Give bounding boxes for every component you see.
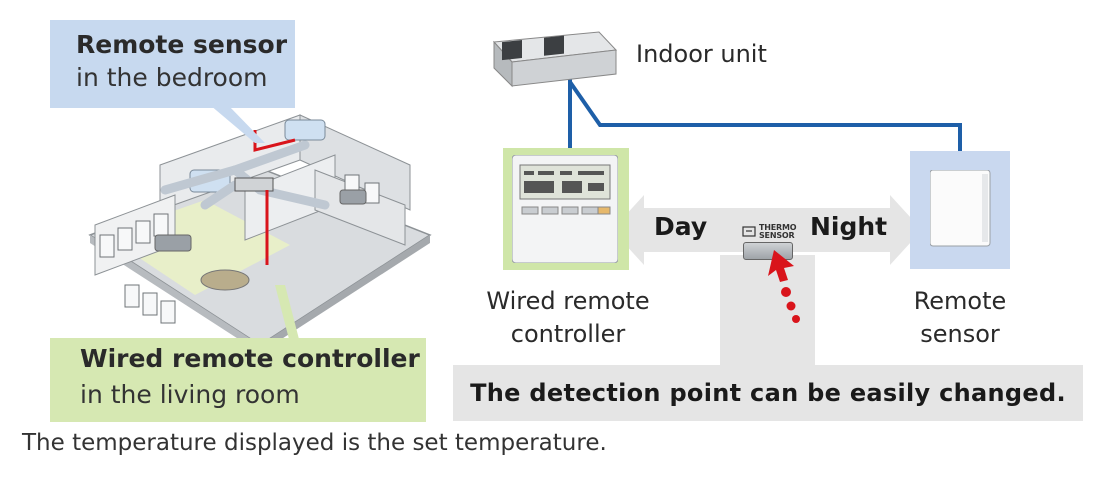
indoor-unit-icon [492,31,618,88]
callout-leader-blue [210,105,265,143]
press-arrow-icon [768,250,800,323]
wired-controller-callout-subtitle: in the living room [80,380,300,409]
remote-sensor-label-line1: Remote [913,287,1007,315]
remote-sensor-callout [50,20,295,108]
remote-sensor-label-line2: sensor [920,320,1000,348]
wiring [568,70,962,155]
indoor-unit-label: Indoor unit [636,40,767,68]
thermo-sensor-label-line2: SENSOR [759,231,795,240]
remote-sensor-icon [930,170,991,247]
wired-remote-label-line2: controller [510,320,626,348]
thermo-sensor-label-line1: THERMO [759,223,797,232]
footnote: The temperature displayed is the set tem… [22,430,607,456]
wired-remote-icon [512,155,618,263]
remote-sensor-callout-subtitle: in the bedroom [76,63,268,92]
remote-sensor-callout-title: Remote sensor [76,30,288,59]
wired-remote-label-line1: Wired remote [486,287,650,315]
banner-connector [720,255,815,370]
night-label: Night [810,212,888,241]
house-illustration [88,114,432,350]
banner-text: The detection point can be easily change… [470,379,1066,407]
day-label: Day [654,212,708,241]
banner-background [453,365,1083,421]
thermo-sensor-icon [742,226,756,237]
day-night-arrow [612,195,922,265]
wired-controller-callout [50,338,426,422]
wired-controller-callout-title: Wired remote controller [80,344,420,373]
